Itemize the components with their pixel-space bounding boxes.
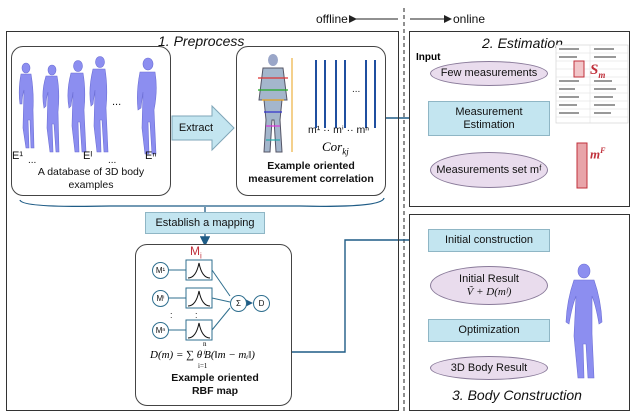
- body-figure-4: [89, 56, 109, 153]
- body-figure-5: [137, 57, 157, 155]
- dots-2: ...: [108, 155, 117, 166]
- label-en: Eⁿ: [145, 150, 157, 162]
- body-figure-3: [67, 60, 87, 153]
- label-ei: Eᴵ: [83, 150, 93, 162]
- body-figure-2: [42, 64, 60, 153]
- rbf-node-mn: Mⁿ: [152, 322, 169, 339]
- measurement-bars: [315, 60, 376, 128]
- label-e1: E¹: [12, 150, 23, 162]
- optimization-box: Optimization: [428, 319, 550, 342]
- body-result-ellipse: 3D Body Result: [430, 356, 548, 380]
- initial-result-label: Initial Result: [459, 272, 519, 285]
- annotated-body: [258, 54, 293, 153]
- preprocess-title: 1. Preprocess: [158, 33, 245, 49]
- extract-label: Extract: [178, 122, 214, 134]
- body-figure-1: [18, 62, 35, 149]
- svg-text::: :: [195, 310, 198, 320]
- rbf-node-mi: Mⁱ: [152, 290, 169, 307]
- rbf-caption: Example oriented RBF map: [171, 372, 259, 397]
- rbf-sum-bottom: i=1: [198, 362, 208, 370]
- database-caption: A database of 3D body examples: [37, 166, 145, 191]
- initial-result-ellipse: Initial Result Ṽ + D(mᶠ): [430, 266, 548, 305]
- rbf-node-sum: Σ: [230, 295, 247, 312]
- correlation-panel: [236, 46, 386, 196]
- offline-label: offline: [316, 12, 348, 26]
- rbf-sum-top: n: [203, 340, 207, 348]
- establish-mapping-box: Establish a mapping: [145, 212, 265, 234]
- initial-result-formula: Ṽ + D(mᶠ): [466, 285, 512, 298]
- measurement-estimation-box: Measurement Estimation: [428, 101, 550, 136]
- construction-title: 3. Body Construction: [452, 387, 582, 403]
- rbf-formula: D(m) = ∑ θⁱB(‖m − mᵢ‖): [150, 349, 255, 361]
- rbf-to-construction-arrow: [292, 234, 430, 353]
- rbf-node-m1: M¹: [152, 262, 169, 279]
- initial-construction-box: Initial construction: [428, 229, 550, 252]
- dots-1: ...: [28, 155, 37, 166]
- svg-text:...: ...: [352, 84, 360, 95]
- svg-text::: :: [170, 310, 173, 320]
- rbf-node-d: D: [253, 295, 270, 312]
- sm-label: Sm: [590, 62, 606, 80]
- rbf-top-label: Mi: [190, 244, 202, 261]
- measurement-labels: m¹ ·· mⁱ ·· mⁿ: [308, 124, 370, 136]
- preprocess-panel: [6, 31, 399, 411]
- correlation-caption: Example oriented measurement correlation: [248, 160, 374, 185]
- estimation-title: 2. Estimation: [482, 35, 563, 51]
- measurements-set-ellipse: Measurements set mᶠ: [430, 152, 548, 188]
- dots-top: ...: [112, 96, 122, 108]
- online-label: online: [453, 12, 486, 26]
- few-measurements-ellipse: Few measurements: [430, 61, 548, 86]
- merge-bracket: [19, 197, 385, 208]
- mf-label: mF: [590, 146, 606, 162]
- cor-symbol: Corkj: [322, 139, 349, 157]
- input-label: Input: [416, 52, 441, 63]
